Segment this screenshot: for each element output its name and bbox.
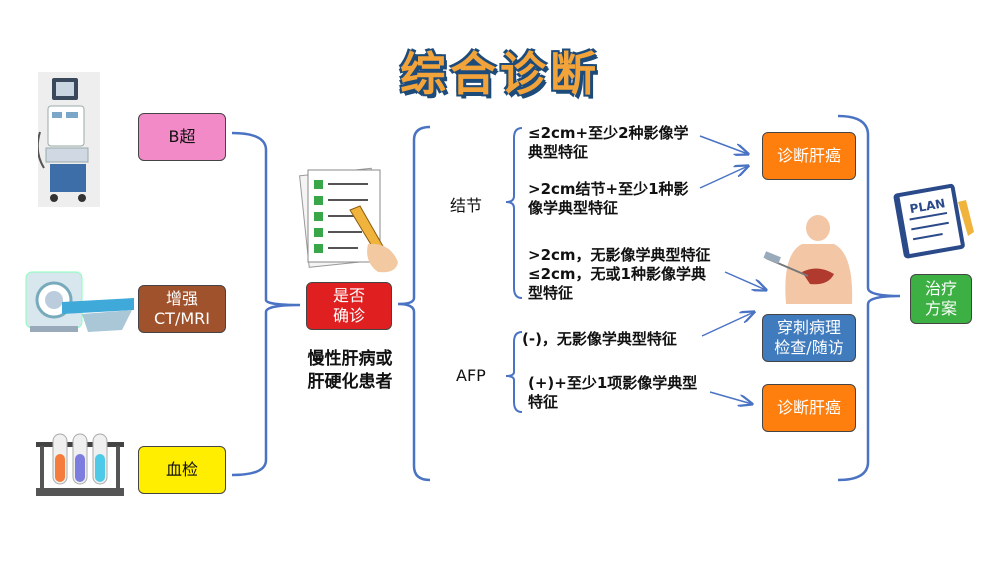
biopsy-followup-box: 穿刺病理 检查/随访 <box>762 314 856 362</box>
arrow-c5 <box>709 391 752 404</box>
test-tubes-icon <box>36 433 124 496</box>
ct-scanner-icon <box>25 271 134 332</box>
treatment-plan-label: 治疗 方案 <box>924 279 957 318</box>
page-title: 综合诊断 <box>400 47 600 101</box>
afp-label: AFP <box>456 366 486 385</box>
nodule-bracket <box>505 127 523 299</box>
right-bracket <box>837 114 901 482</box>
diagnose-cancer-bottom-label: 诊断肝癌 <box>776 398 841 417</box>
patient-group-label: 慢性肝病或 肝硬化患者 <box>307 349 393 392</box>
middle-bracket <box>397 125 431 482</box>
liver-biopsy-icon <box>763 215 853 304</box>
b-ultrasound-label: B超 <box>168 127 196 146</box>
nodule-label: 结节 <box>450 196 483 215</box>
confirm-diagnosis-box: 是否 确诊 <box>306 282 392 330</box>
arrow-c1 <box>699 135 748 154</box>
treatment-plan-box: 治疗 方案 <box>910 274 972 324</box>
diagnose-cancer-top-label: 诊断肝癌 <box>776 146 841 165</box>
arrow-c2 <box>699 166 748 189</box>
plan-text: PLAN <box>909 196 947 216</box>
biopsy-followup-label: 穿刺病理 检查/随访 <box>774 318 844 357</box>
criterion-5: (+)+至少1项影像学典型 特征 <box>528 374 698 411</box>
blood-test-label: 血检 <box>165 460 198 479</box>
diagnose-cancer-top-box: 诊断肝癌 <box>762 132 856 180</box>
diagnose-cancer-bottom-box: 诊断肝癌 <box>762 384 856 432</box>
ct-mri-label: 增强 CT/MRI <box>154 289 210 328</box>
plan-clipboard-icon: PLAN <box>893 183 974 259</box>
criterion-3: >2cm，无影像学典型特征 ≤2cm，无或1种影像学典 型特征 <box>528 246 711 302</box>
criterion-2: >2cm结节+至少1种影 像学典型特征 <box>528 180 689 217</box>
arrow-c3 <box>724 271 766 290</box>
b-ultrasound-box: B超 <box>138 113 226 161</box>
checklist-icon <box>299 167 398 273</box>
criterion-1: ≤2cm+至少2种影像学 典型特征 <box>528 124 689 161</box>
blood-test-box: 血检 <box>138 446 226 494</box>
ct-mri-box: 增强 CT/MRI <box>138 285 226 333</box>
ultrasound-machine-icon <box>38 72 100 207</box>
arrow-c4 <box>701 312 754 337</box>
criterion-4: (-)，无影像学典型特征 <box>522 330 677 348</box>
afp-bracket <box>505 331 523 413</box>
confirm-diagnosis-label: 是否 确诊 <box>332 286 365 325</box>
left-bracket <box>231 131 301 477</box>
